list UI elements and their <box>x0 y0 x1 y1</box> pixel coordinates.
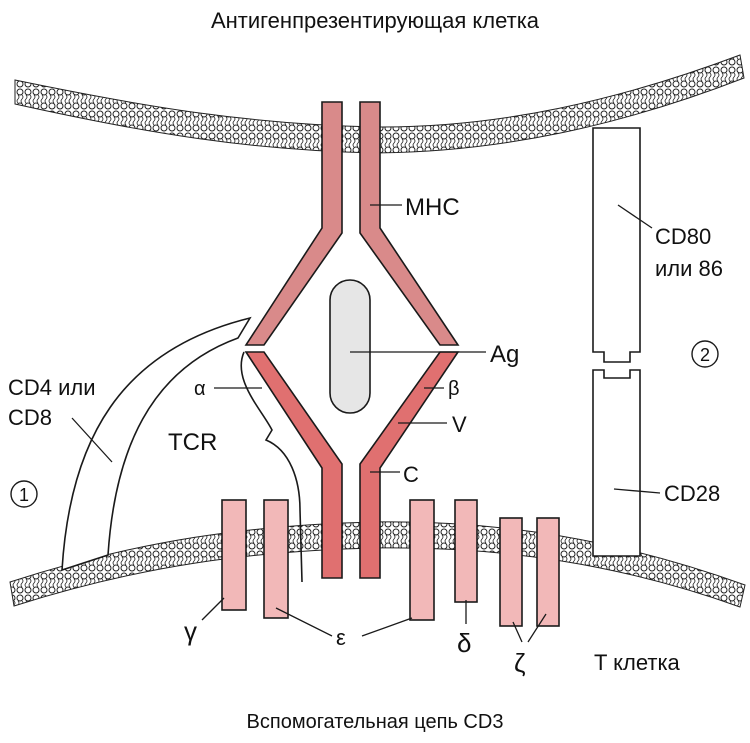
apc-membrane <box>14 54 745 154</box>
title-top: Антигенпрезентирующая клетка <box>211 8 540 33</box>
leader-zeta-left <box>512 621 523 643</box>
leader-cd80 <box>617 204 653 229</box>
leader-zeta-right <box>527 613 547 643</box>
mhc-left-chain <box>244 101 343 346</box>
leader-gamma <box>201 597 225 621</box>
tcr-alpha-outline <box>240 351 303 583</box>
leader-cd28 <box>613 488 661 494</box>
label-c: C <box>403 462 419 487</box>
label-epsilon: ε <box>336 625 346 650</box>
label-gamma: γ <box>184 616 197 646</box>
cd3-epsilon-left <box>263 499 289 619</box>
cd4-cd8-coreceptor <box>61 316 252 572</box>
antigen-peptide <box>329 279 371 414</box>
label-mhc: MHC <box>405 194 460 221</box>
title-bottom: Вспомогательная цепь CD3 <box>247 711 504 733</box>
label-cd4-line2: CD8 <box>8 405 52 430</box>
label-t-cell: T клетка <box>594 650 681 675</box>
leader-epsilon-left <box>275 607 333 637</box>
cd3-zeta-right <box>536 517 560 627</box>
label-cd80-line2: или 86 <box>655 256 723 281</box>
label-beta: β <box>448 378 460 400</box>
label-zeta: ζ <box>514 648 525 678</box>
label-alpha: α <box>194 378 206 400</box>
cd80-86-molecule <box>592 127 641 363</box>
leader-lines <box>71 204 661 643</box>
marker-2-label: 2 <box>700 345 710 365</box>
tcr-alpha-chain <box>244 351 343 579</box>
label-cd80-line1: CD80 <box>655 224 711 249</box>
label-tcr: TCR <box>168 429 217 456</box>
marker-2-circle <box>691 340 719 368</box>
leader-cd4 <box>71 417 113 463</box>
label-cd4-line1: CD4 или <box>8 375 96 400</box>
cd3-delta <box>454 499 478 603</box>
leader-epsilon-right <box>361 617 413 637</box>
label-cd28: CD28 <box>664 481 720 506</box>
cd3-zeta-left <box>499 517 523 627</box>
cd3-gamma <box>221 499 247 611</box>
marker-1-circle <box>10 480 38 508</box>
marker-1-label: 1 <box>19 485 29 505</box>
label-delta: δ <box>457 628 471 658</box>
label-ag: Ag <box>490 341 519 368</box>
mhc-right-chain <box>359 101 460 346</box>
label-v: V <box>452 412 467 437</box>
cd28-molecule <box>592 369 641 557</box>
cd3-epsilon-right <box>409 499 435 621</box>
